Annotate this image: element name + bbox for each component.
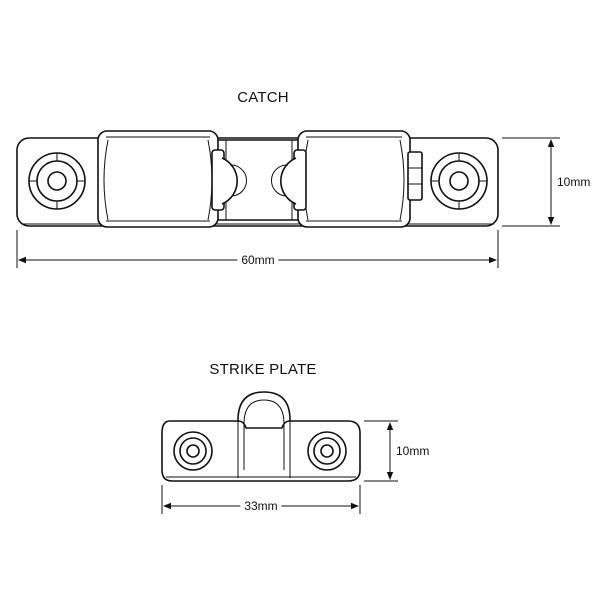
- catch-left-screw-hole: [28, 152, 86, 210]
- catch-left-ball: [211, 149, 248, 211]
- catch-width-label: 60mm: [237, 254, 279, 266]
- catch-drawing: [16, 130, 560, 268]
- strike-plate-title: STRIKE PLATE: [209, 361, 317, 378]
- catch-right-screw-hole: [430, 152, 488, 210]
- catch-left-housing: [97, 130, 219, 228]
- catch-height-label: 10mm: [557, 175, 591, 189]
- catch-title: CATCH: [237, 89, 289, 106]
- strike-height-dimension: [364, 420, 398, 482]
- strike-plate-width-label: 33mm: [240, 500, 282, 512]
- strike-right-screw-hole: [307, 431, 347, 471]
- catch-adjust-screw: [407, 151, 423, 201]
- strike-plate-body: [161, 420, 361, 482]
- strike-plate-drawing: [161, 391, 398, 514]
- catch-right-housing: [297, 130, 411, 228]
- catch-height-dimension: [502, 137, 560, 227]
- strike-plate-height-label: 10mm: [396, 444, 430, 458]
- strike-left-screw-hole: [173, 431, 213, 471]
- catch-right-ball: [270, 149, 307, 211]
